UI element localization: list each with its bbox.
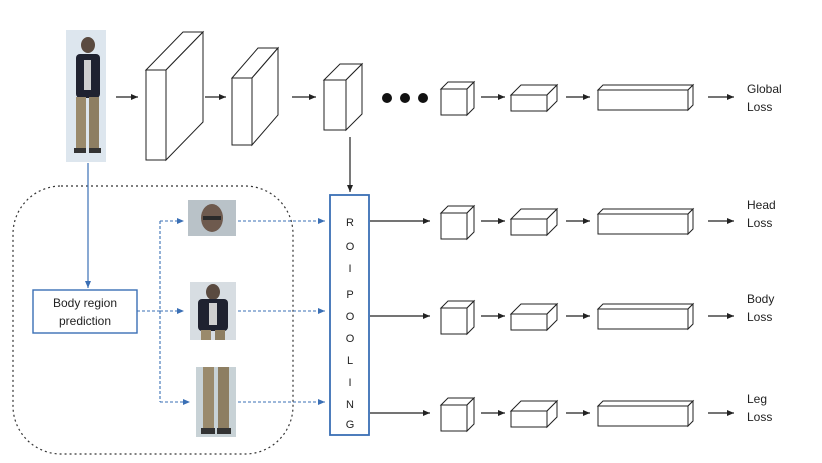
roi-letter: R xyxy=(346,217,354,229)
leg-loss-line1: Leg xyxy=(747,392,767,406)
leg-cube xyxy=(439,396,476,433)
global-loss-line1: Global xyxy=(747,82,782,96)
roi-letter: G xyxy=(346,419,355,431)
leg-flat-box xyxy=(509,399,559,429)
head-crop-image xyxy=(188,200,236,236)
roi-letter: O xyxy=(346,241,355,253)
leg-fc-bar xyxy=(596,399,695,428)
ellipsis-dots xyxy=(382,93,428,103)
head-loss-line2: Loss xyxy=(747,216,772,230)
body-flat-box xyxy=(509,302,559,332)
conv-block-2 xyxy=(230,46,280,147)
roi-letter: P xyxy=(346,289,353,301)
roi-letter: L xyxy=(347,355,353,367)
pedestrian-image xyxy=(66,30,106,162)
branch-heads xyxy=(370,80,734,433)
global-fc-bar xyxy=(596,83,695,112)
conv-block-1 xyxy=(144,30,205,162)
body-fc-bar xyxy=(596,302,695,331)
body-region-label-line1: Body region xyxy=(53,296,117,310)
torso-crop-image xyxy=(190,282,236,340)
leg-branch xyxy=(370,396,734,433)
roi-letter: I xyxy=(348,377,351,389)
conv-block-3 xyxy=(322,62,364,132)
body-region-prediction-box xyxy=(32,289,138,334)
roi-pooling-box xyxy=(329,194,370,436)
roi-letter: O xyxy=(346,311,355,323)
head-branch xyxy=(370,204,734,241)
global-loss-line2: Loss xyxy=(747,100,772,114)
body-cube xyxy=(439,299,476,336)
body-loss-line2: Loss xyxy=(747,310,772,324)
global-cube xyxy=(439,80,476,117)
body-region-label-line2: prediction xyxy=(59,314,111,328)
leg-loss-line2: Loss xyxy=(747,410,772,424)
roi-letter: I xyxy=(348,263,351,275)
head-cube xyxy=(439,204,476,241)
body-loss-line1: Body xyxy=(747,292,774,306)
head-flat-box xyxy=(509,207,559,237)
roi-letter: O xyxy=(346,333,355,345)
global-branch xyxy=(439,80,734,117)
global-flat-box xyxy=(509,83,559,113)
roi-letter: N xyxy=(346,399,354,411)
body-region-container xyxy=(12,185,294,455)
region-branch-arrows xyxy=(137,218,325,405)
body-branch xyxy=(370,299,734,336)
head-fc-bar xyxy=(596,207,695,236)
head-loss-line1: Head xyxy=(747,198,776,212)
leg-crop-image xyxy=(196,367,236,437)
